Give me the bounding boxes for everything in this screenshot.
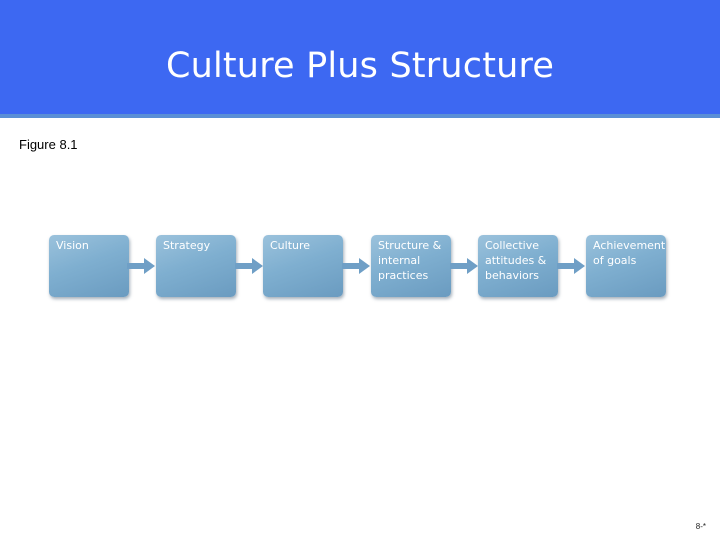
flow-step-label: Vision	[56, 239, 89, 252]
flow-step-label: of goals	[593, 254, 637, 267]
flow-step-label: internal	[378, 254, 421, 267]
slide-title: Culture Plus Structure	[165, 46, 555, 86]
flow-step-collective-attitudes-behaviors: Collective attitudes & behaviors	[478, 235, 558, 297]
right-arrow-icon	[342, 258, 370, 274]
right-arrow-icon	[450, 258, 478, 274]
flow-step-label: Strategy	[163, 239, 211, 252]
flow-step-label: Culture	[270, 239, 311, 252]
flow-step-culture: Culture	[263, 235, 343, 297]
title-bar: Culture Plus Structure	[0, 0, 720, 118]
slide-page-number: 8-*	[695, 522, 706, 531]
flow-step-vision: Vision	[49, 235, 129, 297]
flow-step-label: Achievement	[593, 239, 666, 252]
right-arrow-icon	[235, 258, 263, 274]
flow-step-structure-internal-practices: Structure & internal practices	[371, 235, 451, 297]
flow-step-label: attitudes &	[485, 254, 547, 267]
flow-step-achievement-of-goals: Achievement of goals	[586, 235, 666, 297]
figure-caption: Figure 8.1	[19, 137, 78, 152]
right-arrow-icon	[557, 258, 585, 274]
flow-step-strategy: Strategy	[156, 235, 236, 297]
flow-step-label: Structure &	[378, 239, 442, 252]
flow-step-label: Collective	[485, 239, 539, 252]
flow-step-label: practices	[378, 269, 429, 282]
flow-step-label: behaviors	[485, 269, 540, 282]
right-arrow-icon	[127, 258, 155, 274]
